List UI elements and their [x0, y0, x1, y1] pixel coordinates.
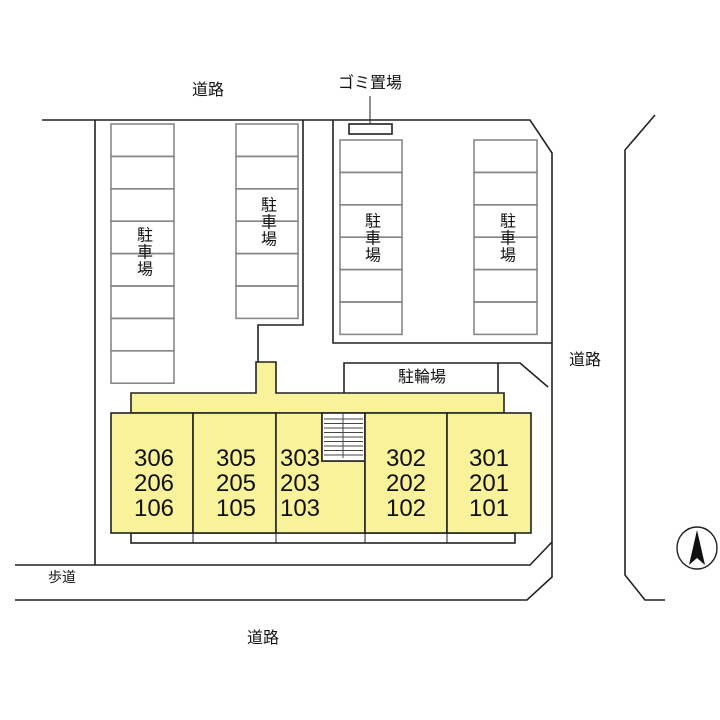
parking-slot — [473, 268, 538, 303]
sidewalk-label: 歩道 — [48, 570, 76, 586]
garbage-box — [348, 123, 393, 135]
parking-slot — [473, 139, 538, 174]
parking-slot — [473, 171, 538, 206]
parking-slot — [339, 139, 403, 174]
parking-slot — [339, 301, 403, 336]
unit-block-05 — [192, 412, 277, 534]
parking-slot — [110, 317, 175, 352]
bike-parking-label: 駐輪場 — [397, 367, 447, 386]
garbage-label: ゴミ置場 — [337, 73, 403, 92]
parking-slot — [235, 123, 299, 158]
bike-parking-outline — [343, 362, 549, 393]
top-road-edge — [15, 119, 553, 601]
corridor — [130, 361, 505, 414]
parking-label: 駐車場 — [134, 226, 153, 278]
parking-slot — [110, 188, 175, 223]
parking-slot — [110, 123, 175, 158]
parking-slot — [235, 252, 299, 287]
unit-block-06 — [110, 412, 194, 534]
parking-slot — [110, 285, 175, 320]
parking-slot — [110, 155, 175, 190]
sidewalk-edge — [15, 541, 553, 566]
parking-slot — [339, 268, 403, 303]
parking-label: 駐車場 — [362, 212, 381, 264]
parking-slot — [473, 301, 538, 336]
road-label-right: 道路 — [568, 350, 602, 369]
balcony — [130, 532, 516, 544]
parking-area-divider-left — [257, 120, 304, 363]
parking-slot — [339, 171, 403, 206]
road-label-top: 道路 — [191, 80, 225, 99]
north-arrow-icon — [676, 526, 718, 570]
unit-block-01 — [446, 412, 532, 534]
right-road-edge — [624, 114, 665, 601]
parking-label: 駐車場 — [497, 212, 516, 264]
road-label-bottom: 道路 — [246, 628, 280, 647]
parking-label: 駐車場 — [258, 196, 277, 248]
building — [110, 361, 532, 544]
parking-slot — [235, 285, 299, 320]
parking-slot — [110, 349, 175, 384]
parking-area-divider — [332, 120, 552, 344]
parking-slot — [235, 155, 299, 190]
